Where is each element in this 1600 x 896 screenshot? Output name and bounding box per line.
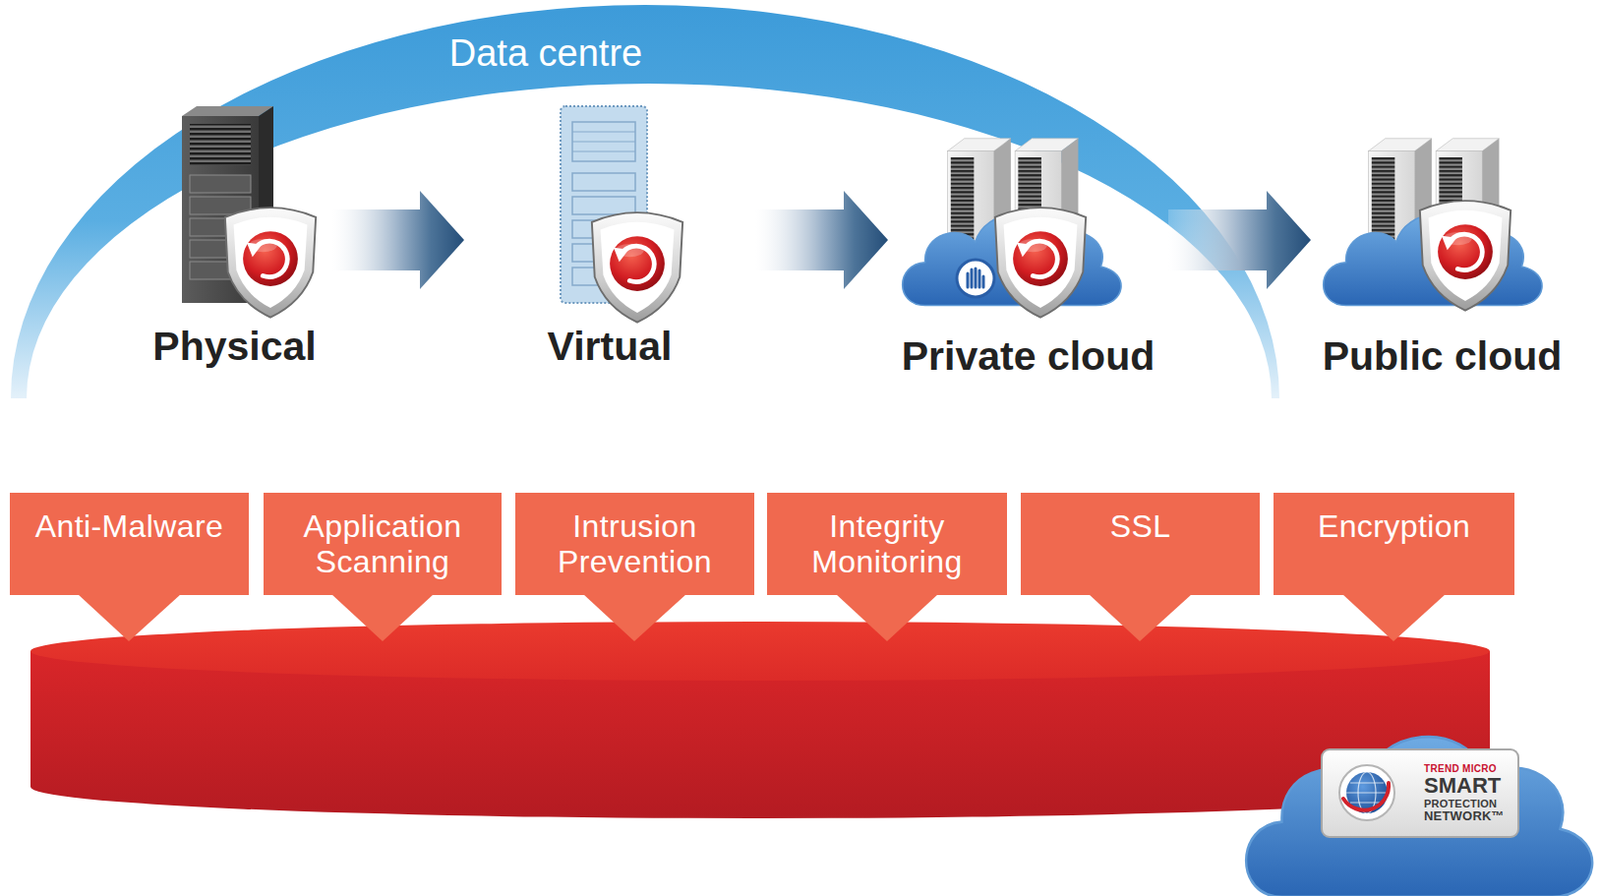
physical-server xyxy=(181,106,316,318)
server-tier: Public cloud xyxy=(1310,93,1574,379)
service-label: Intrusion Prevention xyxy=(525,508,745,580)
virtual-server xyxy=(560,106,683,323)
server-tier: Physical xyxy=(137,93,332,369)
service-box: Integrity Monitoring xyxy=(767,492,1008,595)
badge-text: SMART xyxy=(1423,773,1501,798)
private-cloud-servers xyxy=(902,138,1122,318)
service-label: Integrity Monitoring xyxy=(776,508,998,580)
network-badge: TREND MICROSMARTPROTECTIONNETWORK™ xyxy=(1321,749,1519,837)
tier-label: Private cloud xyxy=(901,333,1155,379)
tier-label: Physical xyxy=(152,323,316,369)
flow-arrow xyxy=(755,190,889,290)
flow-arrow xyxy=(1168,190,1311,290)
smart-protection-cloud xyxy=(1245,736,1593,896)
public-cloud-servers xyxy=(1323,138,1542,311)
security-platform-disc xyxy=(30,621,1490,819)
service-label: Application Scanning xyxy=(273,508,492,580)
service-label: Encryption xyxy=(1283,508,1505,544)
service-label: SSL xyxy=(1030,508,1250,544)
badge-text: PROTECTION xyxy=(1423,797,1497,810)
service-box: Application Scanning xyxy=(263,492,502,595)
flow-arrow xyxy=(331,190,465,290)
service-label: Anti-Malware xyxy=(19,508,239,544)
server-tier: Virtual xyxy=(464,93,756,369)
service-box: Anti-Malware xyxy=(9,492,249,595)
service-box: Intrusion Prevention xyxy=(515,492,755,595)
service-box: Encryption xyxy=(1273,492,1515,595)
tier-label: Public cloud xyxy=(1322,333,1563,379)
tier-label: Virtual xyxy=(547,323,673,369)
badge-text: TREND MICRO xyxy=(1423,763,1497,774)
server-tier: Private cloud xyxy=(888,93,1169,379)
service-arrow-tails xyxy=(77,593,1446,642)
badge-text: NETWORK™ xyxy=(1423,809,1505,824)
data-centre-arc xyxy=(10,4,1280,399)
arc-label: Data centre xyxy=(413,32,679,75)
service-box: SSL xyxy=(1020,492,1260,595)
